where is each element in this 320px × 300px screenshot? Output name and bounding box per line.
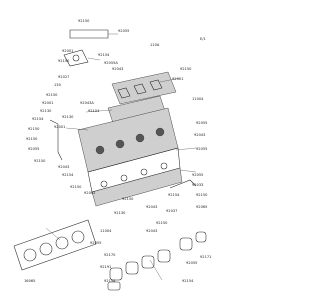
part-label: 92043 — [58, 165, 69, 169]
part-label: 92150 — [78, 19, 90, 23]
part-label: 11004 — [192, 97, 204, 101]
water-pipe — [49, 119, 197, 189]
part-label: 16065 — [24, 279, 35, 283]
part-label: 92055 — [90, 241, 101, 245]
part-label: 92150 — [46, 93, 58, 97]
part-label: 92130 — [114, 211, 126, 215]
part-label: 92043A — [80, 101, 94, 105]
part-label: 92154 — [168, 193, 180, 197]
part-number-labels: 92150 92055 110A 92001 92150 92154 92055A 92043… — [24, 19, 211, 283]
part-label: 92065 — [196, 205, 207, 209]
part-label: 92055 — [196, 121, 207, 125]
part-label: 92002 — [84, 191, 95, 195]
part-label: 92037 — [166, 209, 177, 213]
part-label: 92154 — [88, 109, 100, 113]
part-label: 92055A — [104, 61, 118, 65]
part-label: 92154 — [182, 279, 194, 283]
page-number: E/1 — [200, 37, 206, 41]
part-label: 92055 — [186, 261, 197, 265]
part-label: 92154 — [104, 279, 116, 283]
part-label: 92130 — [62, 115, 74, 119]
part-label: 92150 — [58, 59, 70, 63]
part-label: 92043 — [146, 229, 157, 233]
part-label: 92154 — [98, 53, 110, 57]
part-label: 92055 — [118, 29, 129, 33]
part-label: 92043 — [146, 205, 157, 209]
part-label: 92150 — [26, 137, 38, 141]
part-label: 92043 — [112, 67, 123, 71]
cylinder-head-cover — [63, 29, 109, 67]
part-label: 92191 — [100, 265, 111, 269]
part-label: 92033 — [192, 183, 203, 187]
part-label: 92055 — [28, 147, 39, 151]
part-label: 92027 — [58, 75, 69, 79]
leader-lines — [45, 33, 197, 281]
part-label: 92150 — [122, 197, 134, 201]
cylinder-head — [77, 107, 183, 207]
part-label: 92001 — [42, 101, 53, 105]
part-label: 92154 — [32, 117, 44, 121]
part-label: 92150 — [70, 185, 82, 189]
camshaft-cap — [107, 71, 177, 127]
part-label: 92043 — [194, 133, 205, 137]
part-label: 92055 — [192, 173, 203, 177]
part-label: 92150 — [156, 221, 168, 225]
part-label: 92170 — [104, 253, 116, 257]
part-label: 92150 — [196, 193, 208, 197]
part-label: 92154 — [62, 173, 74, 177]
part-label: 92001 — [172, 77, 183, 81]
part-label: 92001 — [54, 125, 65, 129]
part-label: 130 — [54, 83, 62, 87]
part-label: 92130 — [40, 109, 52, 113]
part-label: 110A — [150, 43, 160, 47]
part-label: 92150 — [34, 159, 46, 163]
part-label: 92150 — [180, 67, 192, 71]
part-label: 92001 — [62, 49, 73, 53]
intake-holders — [107, 231, 207, 291]
part-label: 92150 — [28, 127, 40, 131]
part-label: 11004 — [100, 229, 112, 233]
parts-diagram: 92150 92055 110A 92001 92150 92154 92055A 92043… — [13, 19, 212, 291]
head-gasket — [13, 219, 97, 271]
part-label: 92171 — [200, 255, 211, 259]
exploded-view-drawing: 92150 92055 110A 92001 92150 92154 92055A 92043… — [13, 19, 211, 291]
part-label: 92055 — [196, 147, 207, 151]
